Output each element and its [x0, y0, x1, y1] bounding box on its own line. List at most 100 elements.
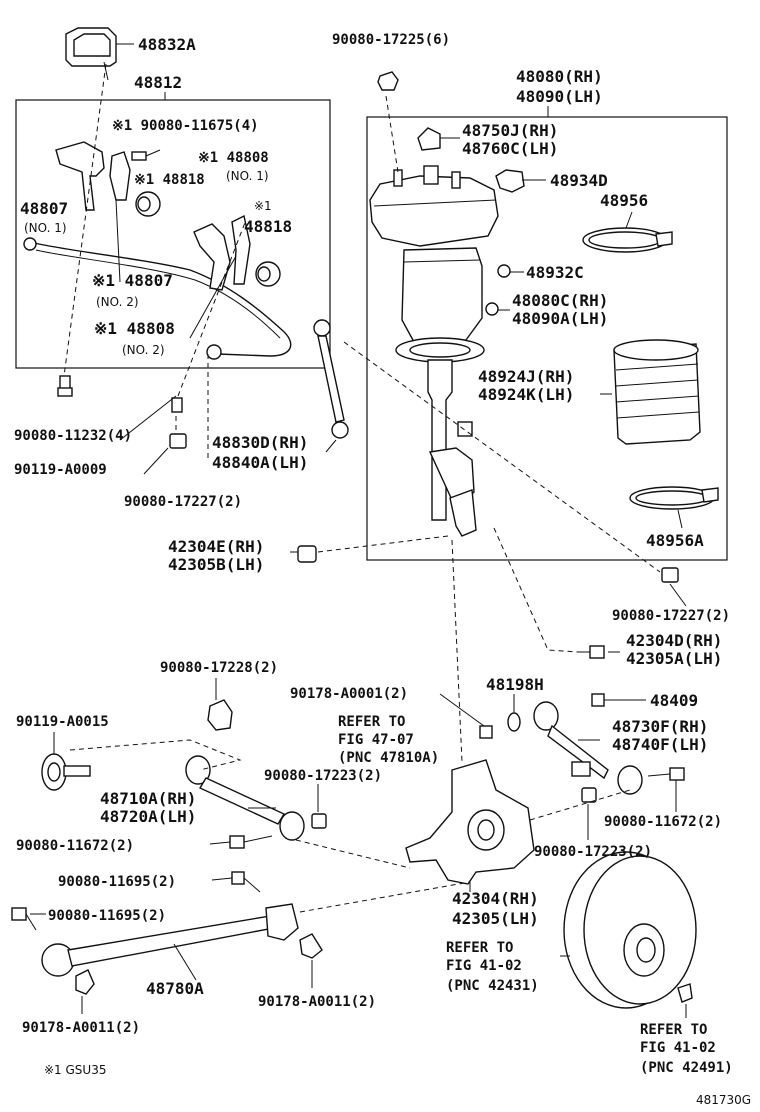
label-refer3-a: REFER TO: [640, 1022, 707, 1038]
label-48818-b-mark: ※1: [254, 199, 272, 213]
label-48840A: 48840A(LH): [212, 453, 308, 472]
label-48808-no2: ※1 48808: [94, 319, 175, 338]
stabilizer-link-part[interactable]: [313, 319, 349, 439]
bolt-42304D-part[interactable]: [578, 645, 605, 659]
dust-boot-48924J-part[interactable]: [613, 339, 701, 445]
label-48730F: 48730F(RH): [612, 717, 708, 736]
label-42304E: 42304E(RH): [168, 537, 264, 556]
guide-line: [63, 63, 107, 377]
label-refer1-b: FIG 47-07: [338, 732, 414, 748]
label-48808-no2-sub: (NO. 2): [122, 343, 165, 357]
label-90080-11672-a: 90080-11672(2): [16, 838, 134, 854]
lower-arm-48710A-part[interactable]: [185, 755, 305, 841]
label-48924J: 48924J(RH): [478, 367, 574, 386]
steering-knuckle-part[interactable]: [405, 759, 535, 885]
label-90119-A0015: 90119-A0015: [16, 714, 109, 730]
guide-line: [69, 739, 242, 771]
bolt-90080-11672-a-part[interactable]: [229, 835, 273, 849]
guide-line: [317, 535, 449, 553]
label-90080-17225: 90080-17225(6): [332, 32, 450, 48]
oring-48932C-part[interactable]: [497, 264, 511, 278]
stabilizer-bracket-no1-part[interactable]: [55, 141, 105, 211]
stabilizer-bar-part[interactable]: [23, 237, 292, 360]
guide-line: [385, 95, 399, 173]
oring-48080C-part[interactable]: [485, 302, 499, 316]
bolt-90080-11695-b-part[interactable]: [11, 907, 37, 931]
label-48808-no1: ※1 48808: [198, 150, 269, 166]
bracket-cover-part[interactable]: [65, 27, 117, 81]
label-48409: 48409: [650, 691, 698, 710]
label-90080-17223-a: 90080-17223(2): [264, 768, 382, 784]
label-90080-11695-b: 90080-11695(2): [48, 908, 166, 924]
label-42304: 42304(RH): [452, 889, 539, 908]
label-90178-A0011-b: 90178-A0011(2): [258, 994, 376, 1010]
bolt-90178-A0001-part[interactable]: [479, 725, 493, 739]
hub-bolt-part[interactable]: [677, 983, 693, 1003]
label-90080-11232: 90080-11232(4): [14, 428, 132, 444]
guide-line: [177, 219, 247, 397]
spring-seat-ring-part[interactable]: [395, 337, 485, 363]
label-48720A: 48720A(LH): [100, 807, 196, 826]
bolt-90080-11232-part[interactable]: [57, 375, 73, 397]
upper-arm-48730F-part[interactable]: [533, 701, 643, 795]
label-42305B: 42305B(LH): [168, 555, 264, 574]
label-90119-A0009: 90119-A0009: [14, 462, 107, 478]
cam-bolt-90119-A0015-part[interactable]: [41, 753, 91, 791]
label-90080-11672-b: 90080-11672(2): [604, 814, 722, 830]
stabilizer-bracket-no2-part[interactable]: [109, 151, 131, 201]
nut-90080-17227-part[interactable]: [169, 433, 187, 449]
washer-48198H-part[interactable]: [507, 712, 521, 732]
label-refer2-a: REFER TO: [446, 940, 513, 956]
label-48090: 48090(LH): [516, 87, 603, 106]
label-90080-17228: 90080-17228(2): [160, 660, 278, 676]
label-48080: 48080(RH): [516, 67, 603, 86]
bolt-90080-11695-a-part[interactable]: [231, 871, 261, 893]
bushing-42304E-part[interactable]: [297, 545, 317, 563]
bushing-no1-part[interactable]: [135, 191, 161, 217]
bolt-90119-A0009-part[interactable]: [171, 397, 183, 413]
connector-48934D-part[interactable]: [495, 169, 525, 193]
label-48198H: 48198H: [486, 675, 544, 694]
nut-90080-17223-a-part[interactable]: [311, 813, 327, 829]
bolt-48409-part[interactable]: [591, 693, 640, 707]
nut-90178-A0011-a-part[interactable]: [75, 969, 95, 995]
nut-90080-17223-b-part[interactable]: [581, 787, 597, 803]
label-48710A: 48710A(RH): [100, 789, 196, 808]
label-48830D: 48830D(RH): [212, 433, 308, 452]
nut-90080-17227-b-part[interactable]: [661, 567, 679, 583]
shock-absorber-tube-part[interactable]: [427, 359, 477, 537]
label-42305A: 42305A(LH): [626, 649, 722, 668]
cap-48750J-part[interactable]: [417, 127, 441, 151]
bolt-small-part[interactable]: [131, 149, 161, 161]
bushing-no2-part[interactable]: [255, 261, 281, 287]
label-90178-A0011-a: 90178-A0011(2): [22, 1020, 140, 1036]
label-refer1-c: (PNC 47810A): [338, 750, 439, 766]
guide-line: [299, 881, 471, 913]
label-48090A: 48090A(LH): [512, 309, 608, 328]
brake-disc-part[interactable]: [563, 851, 697, 1009]
nut-top-90080-17225-part[interactable]: [377, 71, 399, 91]
trailing-arm-48780A-part[interactable]: [41, 903, 299, 977]
label-48924K: 48924K(LH): [478, 385, 574, 404]
label-48956: 48956: [600, 191, 648, 210]
guide-line: [493, 527, 579, 653]
label-48808-no1-sub: (NO. 1): [226, 169, 269, 183]
label-48807-no1-sub: (NO. 1): [24, 221, 67, 235]
label-48934D: 48934D: [550, 171, 608, 190]
stabilizer-bracket-clamp-part[interactable]: [193, 214, 251, 291]
stabilizer-group-box: [15, 99, 331, 369]
label-48780A: 48780A: [146, 979, 204, 998]
label-refer2-c: (PNC 42431): [446, 978, 539, 994]
nut-90080-17228-part[interactable]: [207, 699, 233, 731]
clamp-48956A-part[interactable]: [629, 486, 719, 510]
clamp-48956-part[interactable]: [582, 227, 673, 253]
label-48807-no2: ※1 48807: [92, 271, 173, 290]
nut-90178-A0011-b-part[interactable]: [299, 933, 323, 959]
air-spring-body-part[interactable]: [401, 247, 483, 343]
label-42304D: 42304D(RH): [626, 631, 722, 650]
bolt-90080-11672-b-part[interactable]: [647, 767, 685, 781]
shock-absorber-group-box: [366, 116, 728, 561]
air-spring-top-part[interactable]: [369, 165, 499, 247]
label-refer3-c: (PNC 42491): [640, 1060, 733, 1076]
